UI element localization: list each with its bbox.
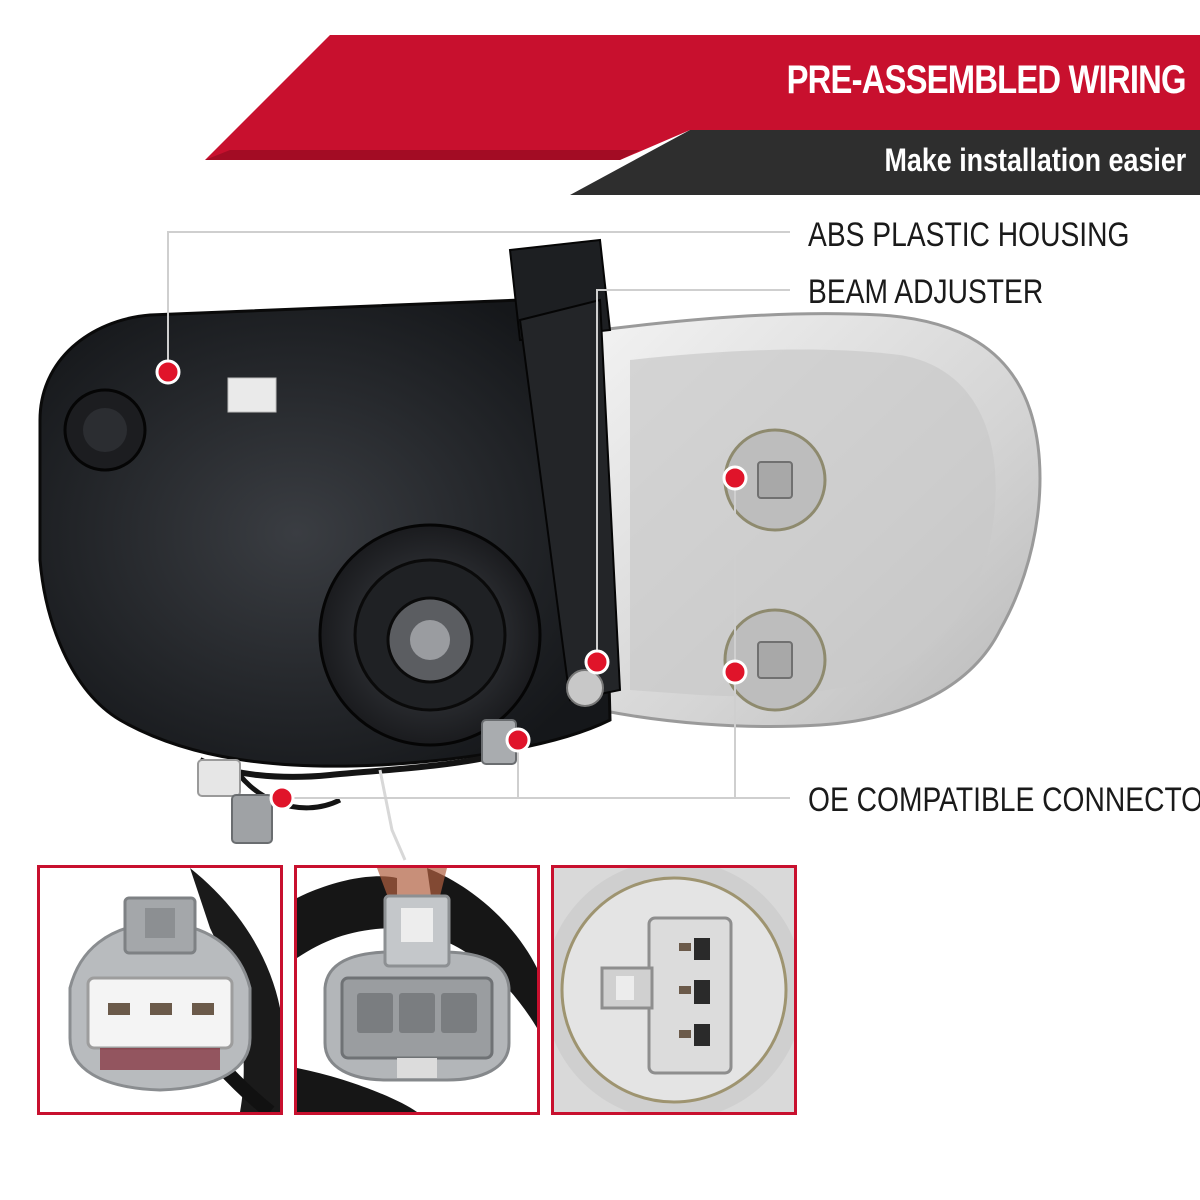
- beam-adjuster-bolt: [566, 669, 604, 707]
- thumbnail-connector-female: [37, 865, 283, 1115]
- socket-upper-plug: [757, 461, 793, 499]
- marker-beam-adjuster: [584, 649, 610, 675]
- socket-lower-plug: [757, 641, 793, 679]
- main-housing: [38, 298, 612, 768]
- callout-abs-housing: ABS PLASTIC HOUSING: [808, 216, 1130, 254]
- qr-label: [227, 377, 277, 413]
- banner-title: PRE-ASSEMBLED WIRING: [786, 58, 1187, 102]
- adjust-knob-left-inner: [83, 408, 127, 452]
- connector-icon: [40, 868, 280, 1112]
- clear-housing-inner: [630, 349, 996, 697]
- marker-socket-upper: [722, 465, 748, 491]
- banner-shadow: [205, 150, 640, 160]
- thumbnail-connector-male: [294, 865, 540, 1115]
- connector-icon: [297, 868, 537, 1112]
- banner-dark-band: [570, 130, 1200, 195]
- banner-subtitle: Make installation easier: [884, 142, 1186, 178]
- callout-beam-adjuster: BEAM ADJUSTER: [808, 273, 1044, 311]
- thumbnail-socket: [551, 865, 797, 1115]
- marker-socket-lower: [722, 659, 748, 685]
- callout-oe-connectors: OE COMPATIBLE CONNECTORS: [808, 781, 1200, 819]
- harness-plug-gray: [231, 794, 273, 844]
- marker-plug-left: [269, 785, 295, 811]
- wire-drop: [378, 769, 407, 861]
- marker-housing: [155, 359, 181, 385]
- callout-markers: [155, 359, 748, 811]
- marker-plug-right: [505, 727, 531, 753]
- harness-plug-left: [197, 759, 241, 797]
- banner-red-band: [205, 35, 1200, 160]
- socket-icon: [554, 868, 794, 1112]
- bulb-access-core: [410, 620, 450, 660]
- side-bracket: [518, 298, 622, 702]
- leader-lines: [167, 231, 790, 799]
